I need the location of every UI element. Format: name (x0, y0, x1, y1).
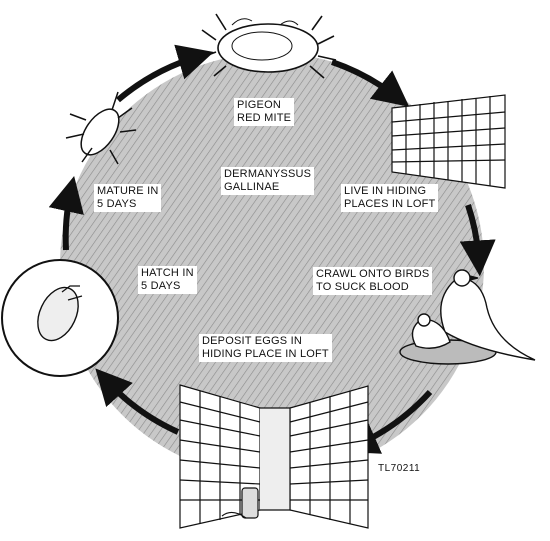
label-deposit-eggs: DEPOSIT EGGS IN HIDING PLACE IN LOFT (199, 334, 332, 362)
arrow-eggs-to-hatch (95, 368, 180, 435)
loft-grid-illustration (391, 94, 506, 189)
egg-inset-illustration (1, 259, 119, 377)
arrow-mite-to-loft (331, 59, 410, 107)
cycle-background (60, 53, 484, 477)
label-hatch: HATCH IN 5 DAYS (138, 266, 197, 294)
label-scientific-name: DERMANYSSUS GALLINAE (221, 167, 315, 195)
label-mature: MATURE IN 5 DAYS (94, 184, 162, 212)
young-mite-illustration (65, 91, 137, 165)
pigeons-illustration (399, 269, 536, 365)
label-crawl-onto-birds: CRAWL ONTO BIRDS TO SUCK BLOOD (313, 267, 433, 295)
label-pigeon-red-mite: PIGEON RED MITE (234, 98, 295, 126)
arrow-loft-to-birds (459, 204, 496, 277)
nest-box-shelves-illustration (179, 384, 369, 529)
figure-credit: TL70211 (378, 463, 421, 474)
adult-mite-illustration (199, 13, 337, 79)
arrow-mature-to-adult (116, 44, 214, 103)
arrow-hatch-to-mature (48, 175, 84, 251)
label-live-in-hiding: LIVE IN HIDING PLACES IN LOFT (341, 184, 439, 212)
